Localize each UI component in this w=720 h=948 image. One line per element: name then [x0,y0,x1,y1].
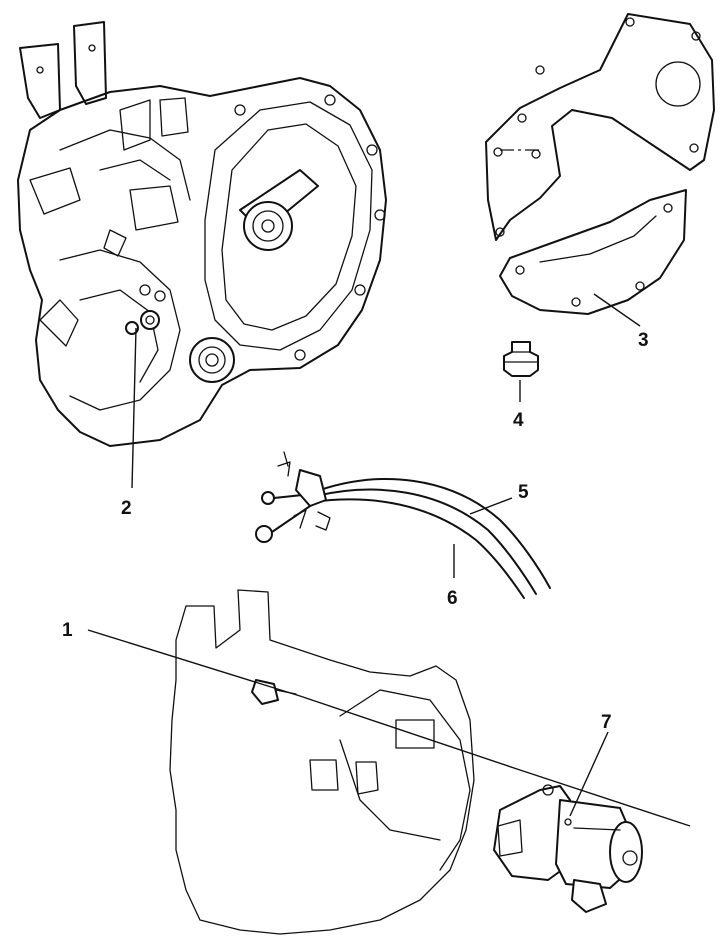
bolt [503,341,539,377]
wiring-harness [255,451,551,599]
callout-3: 3 [638,330,649,351]
callout-7: 7 [601,712,612,733]
callout-4: 4 [513,410,524,431]
callout-5: 5 [518,482,529,503]
transmission-assembly [17,21,387,447]
callout-2: 2 [121,498,132,519]
starter-and-housing [169,589,643,935]
dust-cover-plate [485,13,715,315]
leader-lines [87,293,691,827]
callout-labels: 1 2 3 4 5 6 7 [62,330,649,733]
callout-6: 6 [447,588,458,609]
callout-1: 1 [62,620,73,641]
